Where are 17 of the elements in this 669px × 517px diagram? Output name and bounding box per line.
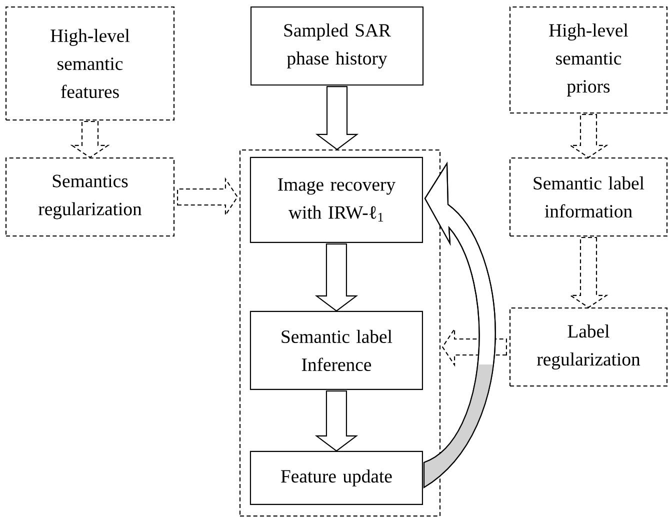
- block-arrow: [314, 243, 358, 312]
- input-box: Sampled SAR phase history: [250, 6, 424, 86]
- regularization-box: Semantics regularization: [5, 157, 175, 237]
- block-arrow: [70, 121, 110, 158]
- process-box: Semantic label Inference: [250, 310, 423, 390]
- block-arrow: [568, 114, 608, 158]
- block-arrow: [568, 237, 608, 308]
- process-box: Feature update: [250, 450, 423, 505]
- block-arrow: [177, 177, 238, 217]
- process-box: Image recovery with IRW-ℓ$_{1}$: [250, 156, 423, 243]
- feature-box: High-level semantic features: [5, 6, 175, 121]
- regularization-box: Label regularization: [509, 307, 668, 387]
- group-frame: [239, 149, 441, 517]
- prior-box: High-level semantic priors: [509, 6, 668, 114]
- block-arrow: [315, 86, 359, 150]
- block-arrow: [314, 390, 358, 452]
- information-box: Semantic label information: [509, 157, 668, 237]
